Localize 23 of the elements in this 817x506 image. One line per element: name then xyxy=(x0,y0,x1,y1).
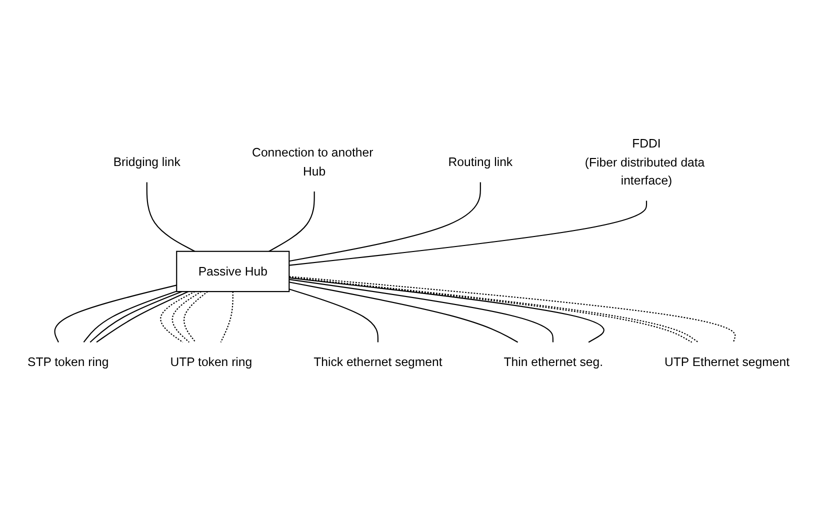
node-text: Thin ethernet seg. xyxy=(504,355,603,370)
connector xyxy=(289,182,481,262)
node-text: STP token ring xyxy=(28,355,109,370)
connector xyxy=(288,288,378,342)
connector xyxy=(289,278,554,342)
node-text: Routing link xyxy=(448,155,513,169)
node-text: UTP token ring xyxy=(170,355,252,370)
node-text: Bridging link xyxy=(113,155,180,169)
connector xyxy=(184,291,208,343)
connector xyxy=(268,191,315,252)
node-text: FDDI (Fiber distributed data interface) xyxy=(584,136,705,188)
connector xyxy=(220,292,234,342)
node-text: Connection to another Hub xyxy=(252,146,374,178)
connector xyxy=(289,277,604,343)
connector xyxy=(146,182,196,252)
connector xyxy=(172,291,202,343)
connector xyxy=(160,291,196,343)
node-box: Passive Hub xyxy=(176,250,290,292)
connector xyxy=(54,284,177,342)
connector xyxy=(289,200,648,266)
node-text: Thick ethernet segment xyxy=(314,355,442,370)
connector xyxy=(289,282,518,343)
node-text: UTP Ethernet segment xyxy=(664,355,790,370)
